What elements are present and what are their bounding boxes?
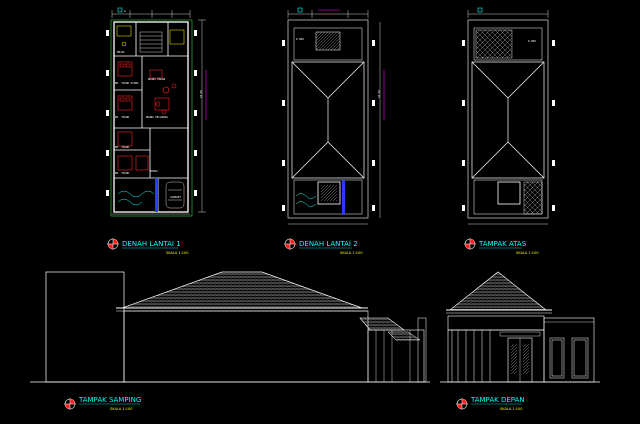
plan1-column-markers	[106, 30, 197, 196]
side-scale: SKALA 1:100	[110, 407, 132, 411]
plan1-car	[165, 181, 185, 209]
side-title: TAMPAK SAMPING	[78, 396, 141, 404]
roof-dimension-text: 6.000	[528, 39, 536, 43]
section-symbol-icon	[106, 237, 120, 251]
plan1-interior-walls	[114, 22, 188, 212]
plan2-title: DENAH LANTAI 2	[299, 240, 358, 248]
plan1-dimension-text: 18.00	[199, 90, 203, 98]
roof-scale: SKALA 1:100	[516, 251, 538, 255]
plan1-scale: SKALA 1:100	[166, 251, 188, 255]
room-label: RUANG MAKAN	[148, 77, 166, 81]
plan2-dimension-text: 6.000	[296, 37, 304, 41]
roof-title: TAMPAK ATAS	[478, 240, 527, 248]
plan2-side-dimension: 18.00	[377, 90, 381, 98]
plan1-title: DENAH LANTAI 1	[122, 240, 181, 248]
plan2-hip-roof	[291, 61, 365, 179]
side-roof	[121, 271, 363, 309]
section-symbol-icon	[283, 237, 297, 251]
front-elevation: TAMPAK DEPAN SKALA 1:100	[440, 271, 600, 411]
roof-plan: 6.000 TAMPAK ATAS SKALA 1:100	[462, 7, 555, 255]
floor-plan-2: 6.000 18.00 DENAH LANTAI 2 SKALA 1:100	[282, 7, 385, 255]
section-symbol-icon	[463, 237, 477, 251]
plan1-dimension-lines	[111, 10, 206, 215]
room-label: KM. TIDUR	[115, 171, 129, 175]
side-elevation: TAMPAK SAMPING SKALA 1:100	[30, 271, 430, 411]
front-title: TAMPAK DEPAN	[470, 396, 525, 404]
floor-plan-1: A	[106, 7, 207, 255]
roof-hip-lines	[471, 61, 545, 179]
plan1-garden	[117, 190, 155, 206]
room-label: TERAS	[150, 169, 158, 173]
section-symbol-icon	[63, 397, 77, 411]
svg-text:A: A	[124, 9, 126, 13]
plan1-furniture	[117, 61, 177, 171]
room-label: CARPORT	[170, 195, 181, 199]
plan1-outer-wall	[113, 21, 189, 213]
front-roof	[448, 271, 548, 311]
room-label: KM. TIDUR	[115, 115, 129, 119]
plan2-scale: SKALA 1:100	[340, 251, 362, 255]
room-label: KM/WC	[117, 50, 125, 54]
plan1-stair	[139, 31, 163, 53]
section-symbol-icon	[455, 397, 469, 411]
plan1-site-boundary	[110, 19, 193, 217]
room-label: RUANG KELUARGA	[146, 115, 168, 119]
room-label: KM. TIDUR	[115, 145, 129, 149]
room-label: KM. TIDUR UTAMA	[115, 81, 139, 85]
front-scale: SKALA 1:100	[500, 407, 522, 411]
